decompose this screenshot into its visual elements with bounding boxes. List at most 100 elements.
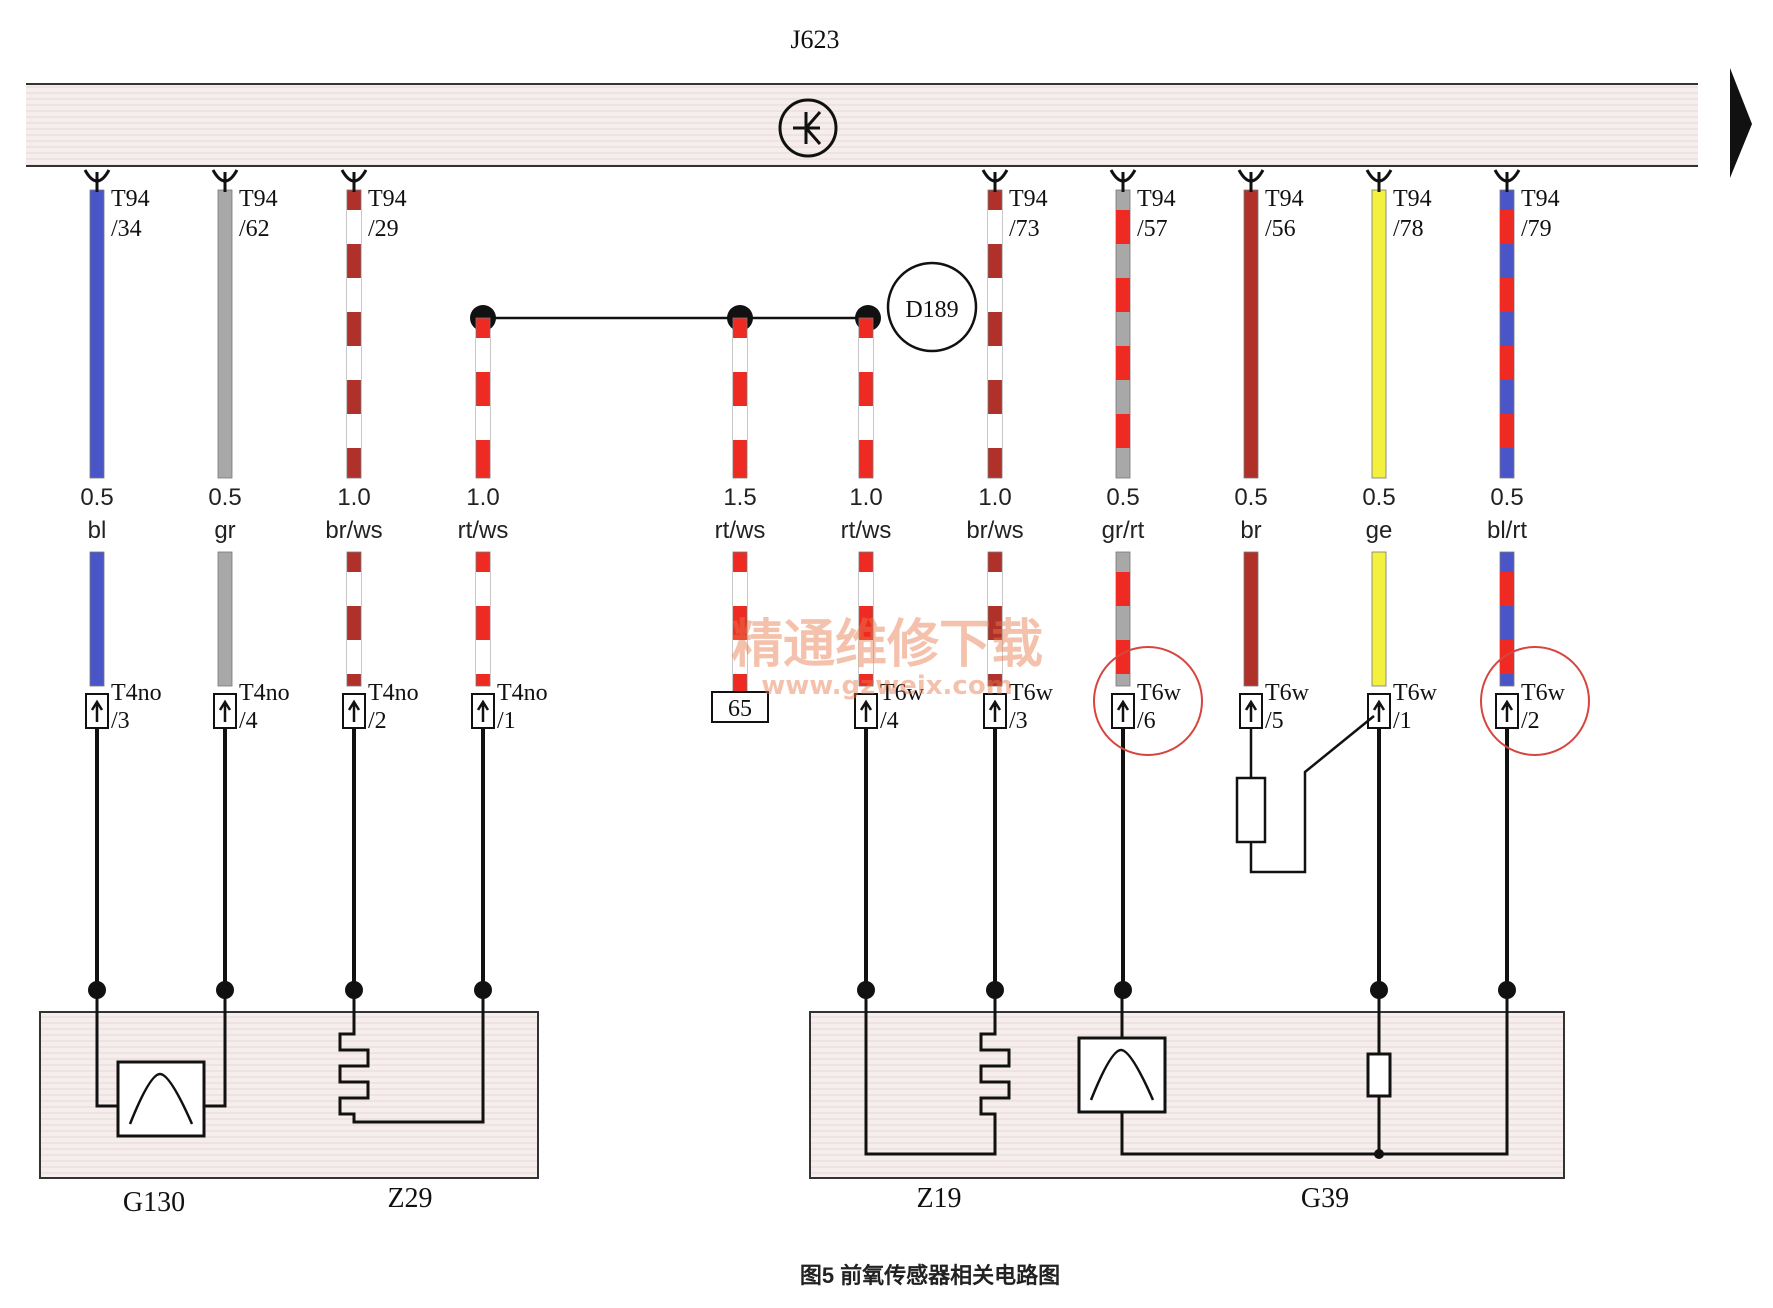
pin-number-w29: /29	[368, 216, 399, 242]
connector-label-w57: T6w	[1137, 680, 1182, 706]
wire-color-w57: gr/rt	[1102, 517, 1145, 544]
connector-label-w79: T6w	[1521, 680, 1566, 706]
wire-size-w56: 0.5	[1234, 484, 1267, 511]
connector-number-w34: /3	[111, 708, 130, 734]
component-label-z19: Z19	[916, 1183, 961, 1214]
wire-wd3-upper-stripe	[859, 338, 873, 372]
wire-w79-upper-stripe	[1500, 346, 1514, 380]
pin-number-w34: /34	[111, 216, 142, 242]
connector-arrow-icon-w56	[1244, 699, 1258, 722]
ecu-band	[26, 84, 1698, 166]
wire-w78-lower	[1371, 551, 1387, 687]
wire-w78-upper	[1371, 189, 1387, 479]
watermark-cn: 精通维修下载	[731, 615, 1043, 675]
g130-lambda-sensor	[95, 990, 227, 1138]
wire-color-w79: bl/rt	[1487, 517, 1527, 544]
wire-w62-upper	[217, 189, 233, 479]
wire-w62-lower	[217, 551, 233, 687]
wire-color-w78: ge	[1366, 517, 1393, 544]
pin-label-w62: T94	[239, 186, 278, 212]
connector-label-wd3: T6w	[880, 680, 925, 706]
connector-number-wd3: /4	[880, 708, 899, 734]
wire-w29-upper-stripe	[347, 414, 361, 448]
connector-arrow-icon-w57	[1116, 699, 1130, 722]
connector-number-w79: /2	[1521, 708, 1540, 734]
coding-resistor	[1235, 715, 1375, 874]
component-label-z29: Z29	[387, 1183, 432, 1214]
wire-color-w34: bl	[88, 517, 107, 544]
connector-label-w34: T4no	[111, 680, 162, 706]
splice-label: D189	[905, 297, 958, 323]
wire-size-w73: 1.0	[978, 484, 1011, 511]
housing-left	[39, 1011, 539, 1179]
watermark-url: www.gzweix.com	[761, 671, 1013, 701]
wire-size-wd3: 1.0	[849, 484, 882, 511]
splice-d189: D189	[470, 261, 978, 353]
wire-color-w73: br/ws	[966, 517, 1023, 544]
wire-w57-lower-stripe	[1116, 640, 1130, 674]
pin-number-w73: /73	[1009, 216, 1040, 242]
wire-size-w62: 0.5	[208, 484, 241, 511]
connector-arrow-icon-wd1	[476, 699, 490, 722]
wire-w73-upper-stripe	[988, 414, 1002, 448]
wire-size-w34: 0.5	[80, 484, 113, 511]
wire-w57-lower-stripe	[1116, 572, 1130, 606]
connector-arrow-icon-w79	[1500, 699, 1514, 722]
transistor-icon	[778, 98, 838, 158]
highlight-circle-t6w-2	[1480, 646, 1590, 756]
wire-wd2-lower-stripe	[733, 640, 747, 674]
highlight-circle-t6w-6	[1093, 646, 1203, 756]
g39-lambda-sensor	[1077, 990, 1509, 1159]
pin-label-w73: T94	[1009, 186, 1048, 212]
wire-wd1-lower-stripe	[476, 640, 490, 674]
connector-arrow-icon-w62	[218, 699, 232, 722]
pin-number-w79: /79	[1521, 216, 1552, 242]
wire-w79-upper-stripe	[1500, 414, 1514, 448]
wire-w73-upper-stripe	[988, 346, 1002, 380]
component-label-g130: G130	[123, 1187, 185, 1218]
connector-label-w78: T6w	[1393, 680, 1438, 706]
wire-color-w62: gr	[214, 517, 235, 544]
pin-number-w57: /57	[1137, 216, 1168, 242]
connector-arrow-icon-w78	[1372, 699, 1386, 722]
pin-number-w78: /78	[1393, 216, 1424, 242]
pin-number-w56: /56	[1265, 216, 1296, 242]
wire-w29-lower-stripe	[347, 572, 361, 606]
wire-w57-upper-stripe	[1116, 346, 1130, 380]
pin-label-w29: T94	[368, 186, 407, 212]
wire-size-w29: 1.0	[337, 484, 370, 511]
wire-w29-upper-stripe	[347, 210, 361, 244]
wire-w56-upper	[1243, 189, 1259, 479]
wire-w34-lower	[89, 551, 105, 687]
arrow-right-icon	[1730, 68, 1752, 178]
wire-wd3-lower-stripe	[859, 640, 873, 674]
wire-size-w79: 0.5	[1490, 484, 1523, 511]
pin-label-w56: T94	[1265, 186, 1304, 212]
figure-caption: 图5 前氧传感器相关电路图	[800, 1263, 1060, 1288]
wire-wd1-upper-stripe	[476, 406, 490, 440]
wire-w29-upper-stripe	[347, 346, 361, 380]
wire-wd3-upper-stripe	[859, 406, 873, 440]
wire-wd1-lower-stripe	[476, 572, 490, 606]
pin-number-w62: /62	[239, 216, 270, 242]
connector-arrow-icon-w73	[988, 699, 1002, 722]
wire-wd2-upper-stripe	[733, 338, 747, 372]
pin-label-w78: T94	[1393, 186, 1432, 212]
wire-wd2-upper-stripe	[733, 406, 747, 440]
connector-arrow-icon-w29	[347, 699, 361, 722]
wire-w57-upper-stripe	[1116, 414, 1130, 448]
wire-w79-lower-stripe	[1500, 572, 1514, 606]
pin-label-w79: T94	[1521, 186, 1560, 212]
wire-w73-lower-stripe	[988, 640, 1002, 674]
connector-label-w62: T4no	[239, 680, 290, 706]
connector-label-w73: T6w	[1009, 680, 1054, 706]
connector-label-w29: T4no	[368, 680, 419, 706]
wire-w29-upper-stripe	[347, 278, 361, 312]
wire-w79-upper-stripe	[1500, 210, 1514, 244]
connector-arrow-icon-w34	[90, 699, 104, 722]
wire-w34-upper	[89, 189, 105, 479]
connector-label-w56: T6w	[1265, 680, 1310, 706]
component-label-g39: G39	[1301, 1183, 1349, 1214]
wire-color-wd3: rt/ws	[841, 517, 892, 544]
